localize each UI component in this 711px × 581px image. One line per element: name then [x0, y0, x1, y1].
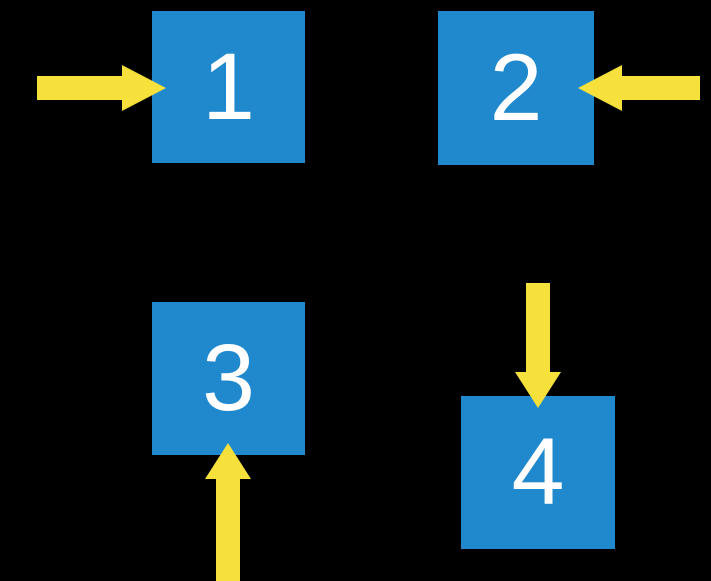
node-box-1[interactable]: 1 [152, 11, 305, 163]
node-box-2[interactable]: 2 [438, 11, 594, 165]
node-box-4[interactable]: 4 [461, 396, 615, 549]
node-label-1: 1 [202, 33, 255, 140]
node-label-2: 2 [489, 34, 543, 141]
node-label-4: 4 [511, 419, 565, 525]
node-box-3[interactable]: 3 [152, 302, 305, 455]
arrow-up-into-node-3 [205, 443, 251, 581]
arrow-down-into-node-4 [515, 283, 561, 408]
arrow-left-into-node-2 [578, 65, 700, 111]
arrow-right-into-node-1 [37, 65, 166, 111]
node-label-3: 3 [202, 325, 255, 431]
